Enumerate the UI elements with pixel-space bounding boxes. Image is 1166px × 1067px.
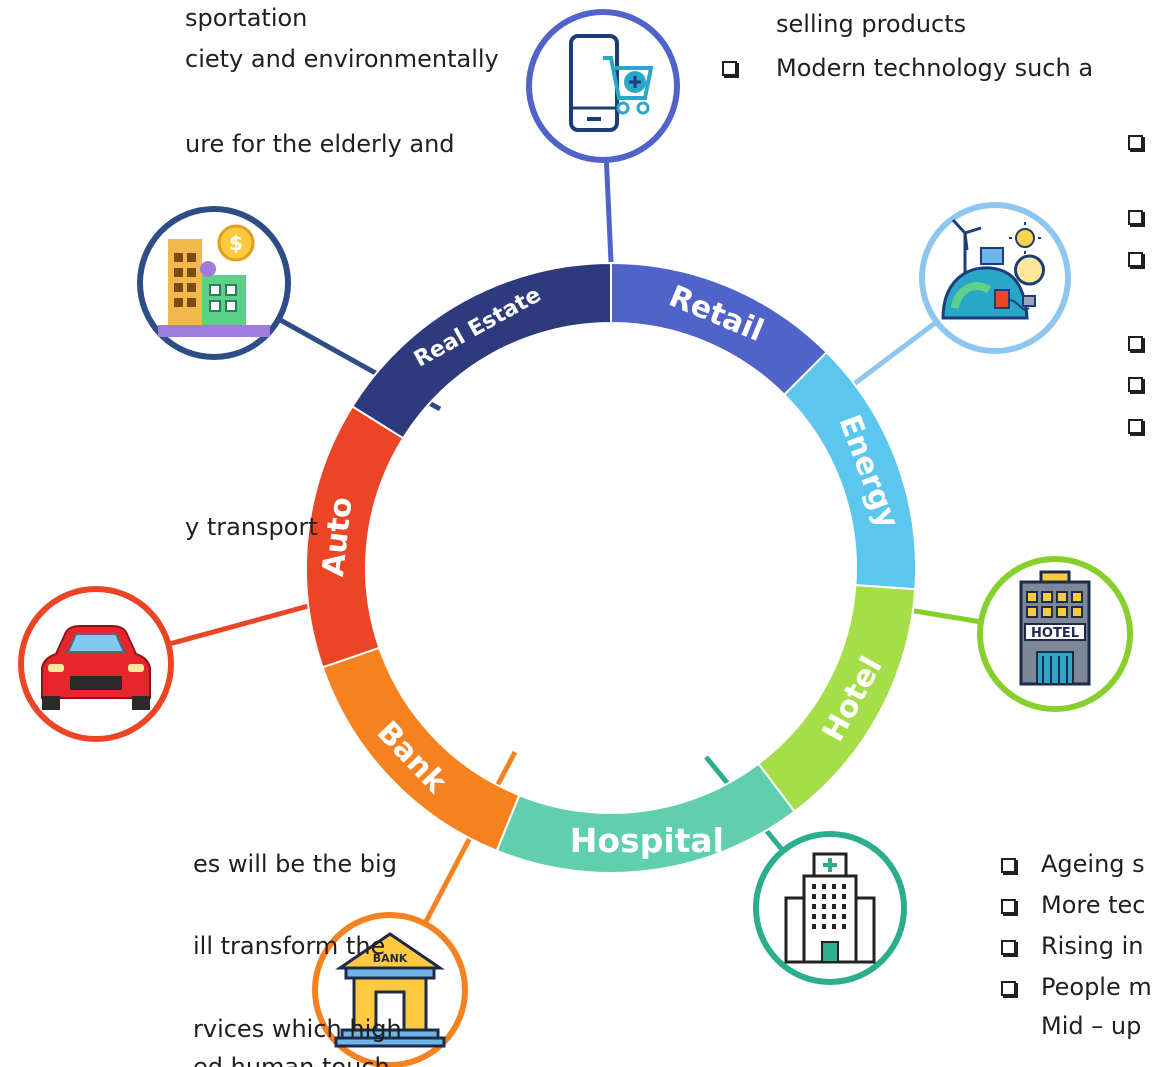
checkbox-bullet bbox=[722, 61, 737, 76]
checkbox-bullet bbox=[1128, 210, 1143, 225]
text-mid-left-1: y transport bbox=[185, 513, 318, 541]
hospital-building-icon bbox=[784, 852, 876, 964]
text-bottom-left-2: ill transform the bbox=[193, 932, 386, 960]
segment-label-hospital: Hospital bbox=[570, 821, 724, 860]
text-bottom-right-5: Mid – up bbox=[1041, 1012, 1142, 1040]
auto-connector bbox=[167, 599, 324, 647]
bank-sign-text: BANK bbox=[373, 952, 408, 965]
checkbox-bullet bbox=[1128, 135, 1143, 150]
text-bottom-right-4: People m bbox=[1041, 973, 1152, 1001]
text-bottom-left-3: rvices which high bbox=[193, 1015, 402, 1043]
text-bottom-right-3: Rising in bbox=[1041, 932, 1144, 960]
bank-building-icon: BANK bbox=[334, 932, 446, 1048]
checkbox-bullet bbox=[1001, 858, 1016, 873]
text-top-left-2: ciety and environmentally bbox=[185, 45, 499, 73]
checkbox-bullet bbox=[1001, 940, 1016, 955]
checkbox-bullet bbox=[1128, 336, 1143, 351]
text-top-right-2: Modern technology such a bbox=[776, 54, 1094, 82]
text-top-left-1: sportation bbox=[185, 4, 308, 32]
checkbox-bullet bbox=[1128, 377, 1143, 392]
hotel-sign-text: HOTEL bbox=[1031, 626, 1079, 641]
retail-connector bbox=[603, 159, 614, 263]
checkbox-bullet bbox=[1128, 419, 1143, 434]
text-bottom-left-4: ed human touch bbox=[193, 1053, 390, 1067]
text-bottom-right-1: Ageing s bbox=[1041, 850, 1145, 878]
real-estate-building-icon: $ bbox=[158, 224, 270, 337]
checkbox-bullet bbox=[1128, 252, 1143, 267]
checkbox-bullet bbox=[1001, 981, 1016, 996]
text-bottom-left-1: es will be the big bbox=[193, 850, 397, 878]
renewable-energy-icon bbox=[941, 218, 1045, 320]
text-top-right-1: selling products bbox=[776, 10, 967, 38]
svg-text:$: $ bbox=[229, 231, 243, 255]
mobile-shopping-cart-icon bbox=[569, 34, 654, 132]
text-bottom-right-2: More tec bbox=[1041, 891, 1146, 919]
red-car-icon bbox=[41, 625, 151, 710]
checkbox-bullet bbox=[1001, 899, 1016, 914]
text-top-left-3: ure for the elderly and bbox=[185, 130, 455, 158]
energy-connector bbox=[840, 319, 939, 395]
hotel-building-icon: HOTEL bbox=[1019, 570, 1091, 686]
segment-real-estate bbox=[350, 261, 612, 440]
